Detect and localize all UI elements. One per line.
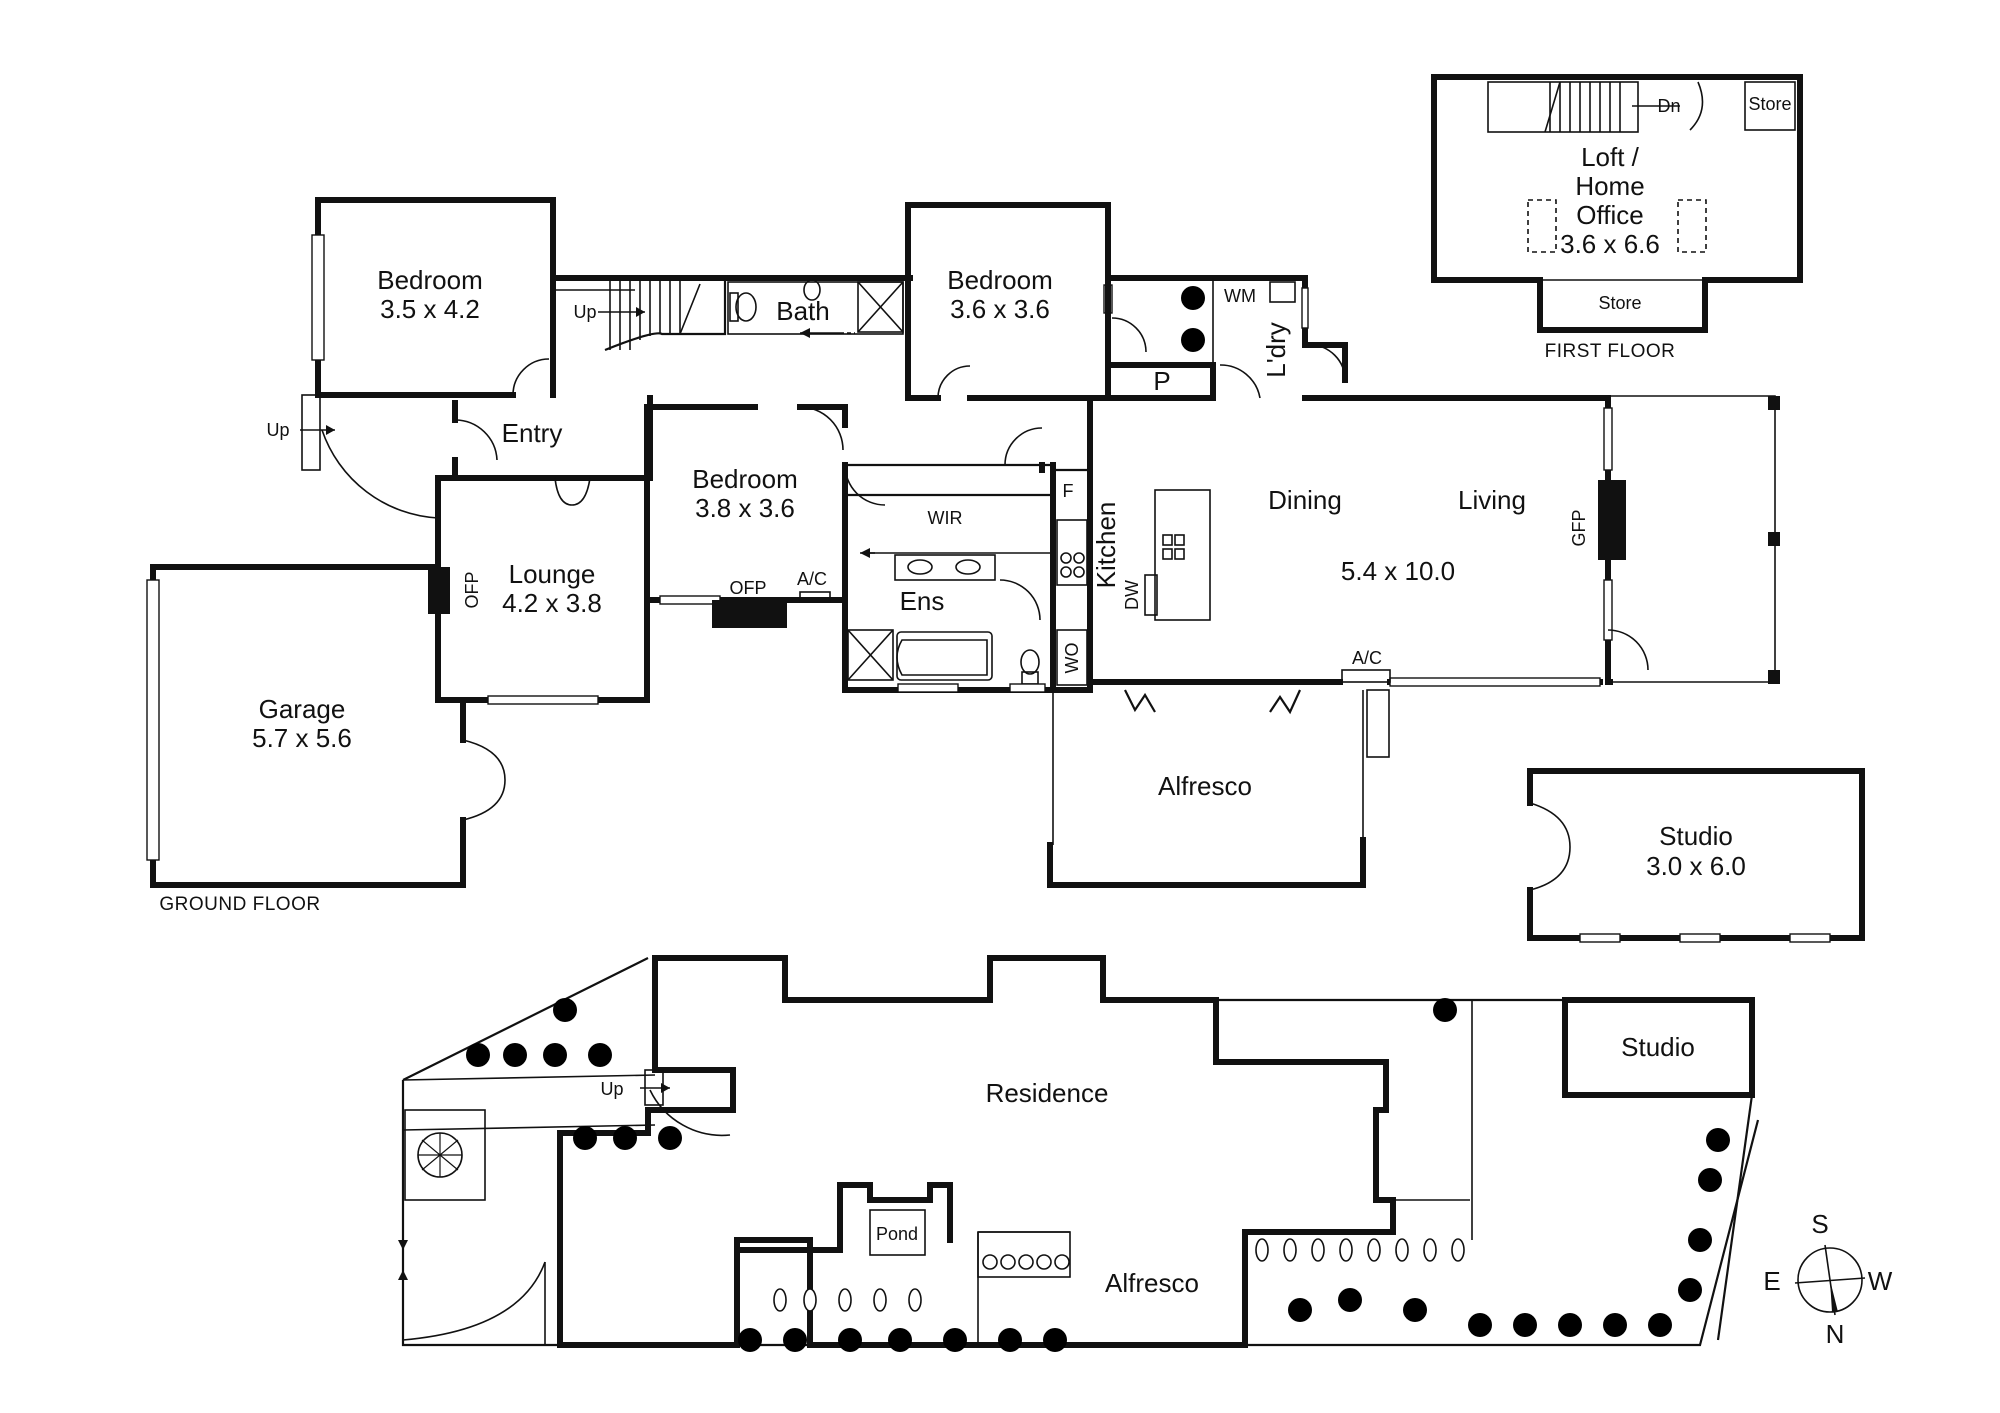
dn-label: Dn bbox=[1657, 96, 1680, 116]
wo-label: WO bbox=[1062, 643, 1082, 674]
site-boundary bbox=[401, 957, 1760, 1347]
living-label: Living bbox=[1458, 485, 1526, 515]
store-top bbox=[1744, 81, 1796, 131]
dw-label: DW bbox=[1122, 580, 1142, 610]
bedroom3-size: 3.8 x 3.6 bbox=[695, 493, 795, 523]
garage-name: Garage bbox=[259, 694, 346, 724]
living-ac-label: A/C bbox=[1352, 648, 1382, 668]
compass-icon: S W E N bbox=[1763, 1209, 1892, 1349]
bedroom2-size: 3.6 x 3.6 bbox=[950, 294, 1050, 324]
living-size: 5.4 x 10.0 bbox=[1341, 556, 1455, 586]
dining-label: Dining bbox=[1268, 485, 1342, 515]
compass-n: N bbox=[1826, 1319, 1845, 1349]
loft-stairs bbox=[1487, 81, 1704, 133]
living-walls bbox=[1039, 395, 1613, 685]
fridge-label: F bbox=[1063, 481, 1074, 501]
loft-size: 3.6 x 6.6 bbox=[1560, 229, 1660, 259]
first-floor-plan: Dn Store Loft / Home Office 3.6 x 6.6 St… bbox=[1431, 74, 1803, 362]
bath-label: Bath bbox=[776, 296, 830, 326]
wm-label: WM bbox=[1224, 286, 1256, 306]
compass-e: E bbox=[1763, 1266, 1780, 1296]
site-up-label: Up bbox=[600, 1079, 623, 1099]
pond-label: Pond bbox=[876, 1224, 918, 1244]
store-bottom-label: Store bbox=[1598, 293, 1641, 313]
bedroom3-name: Bedroom bbox=[692, 464, 798, 494]
loft-name-1: Loft / bbox=[1581, 142, 1640, 172]
loft-name-2: Home bbox=[1575, 171, 1644, 201]
kitchen-island bbox=[1154, 489, 1211, 621]
laundry-label: L'dry bbox=[1261, 322, 1291, 378]
gfp-label: GFP bbox=[1569, 509, 1589, 546]
compass-s: S bbox=[1811, 1209, 1828, 1239]
wir-label: WIR bbox=[928, 508, 963, 528]
lounge-fireplace-icon bbox=[428, 567, 450, 614]
bedroom1-size: 3.5 x 4.2 bbox=[380, 294, 480, 324]
bedroom-ac-label: A/C bbox=[797, 569, 827, 589]
loft-name-3: Office bbox=[1576, 200, 1643, 230]
alfresco-label: Alfresco bbox=[1158, 771, 1252, 801]
kitchen-label: Kitchen bbox=[1091, 502, 1121, 589]
ground-floor-plan: Bedroom 3.5 x 4.2 Up Bath Bedroom 3.6 x … bbox=[146, 197, 1865, 943]
store-top-label: Store bbox=[1748, 94, 1791, 114]
studio-walls bbox=[1527, 768, 1865, 941]
skylight-left-icon bbox=[1527, 199, 1557, 253]
bedroom-ofp-label: OFP bbox=[729, 578, 766, 598]
lounge-walls bbox=[435, 475, 650, 703]
site-alfresco-label: Alfresco bbox=[1105, 1268, 1199, 1298]
bedroom2-name: Bedroom bbox=[947, 265, 1053, 295]
studio-name: Studio bbox=[1659, 821, 1733, 851]
loft-walls bbox=[1431, 74, 1803, 333]
stairs-up-label: Up bbox=[573, 302, 596, 322]
site-plan: Residence Studio Pond Alfresco Up bbox=[398, 955, 1760, 1352]
residence-label: Residence bbox=[986, 1078, 1109, 1108]
gas-fireplace-icon bbox=[1598, 480, 1626, 560]
ground-floor-caption: GROUND FLOOR bbox=[159, 894, 320, 915]
garage-walls bbox=[150, 564, 466, 888]
site-studio-label: Studio bbox=[1621, 1032, 1695, 1062]
compass-w: W bbox=[1868, 1266, 1893, 1296]
alfresco-walls bbox=[1047, 837, 1366, 888]
main-stairs bbox=[555, 280, 727, 352]
pantry-label: P bbox=[1153, 366, 1170, 396]
skylight-right-icon bbox=[1677, 199, 1707, 253]
lounge-ofp-label: OFP bbox=[462, 571, 482, 608]
ens-label: Ens bbox=[900, 586, 945, 616]
garage-size: 5.7 x 5.6 bbox=[252, 723, 352, 753]
bedroom-fireplace-icon bbox=[712, 600, 787, 628]
lounge-name: Lounge bbox=[509, 559, 596, 589]
side-up-label: Up bbox=[266, 420, 289, 440]
first-floor-caption: FIRST FLOOR bbox=[1545, 341, 1676, 362]
entry-label: Entry bbox=[502, 418, 563, 448]
bedroom1-name: Bedroom bbox=[377, 265, 483, 295]
lounge-size: 4.2 x 3.8 bbox=[502, 588, 602, 618]
residence-outline bbox=[557, 955, 1396, 1348]
studio-size: 3.0 x 6.0 bbox=[1646, 851, 1746, 881]
